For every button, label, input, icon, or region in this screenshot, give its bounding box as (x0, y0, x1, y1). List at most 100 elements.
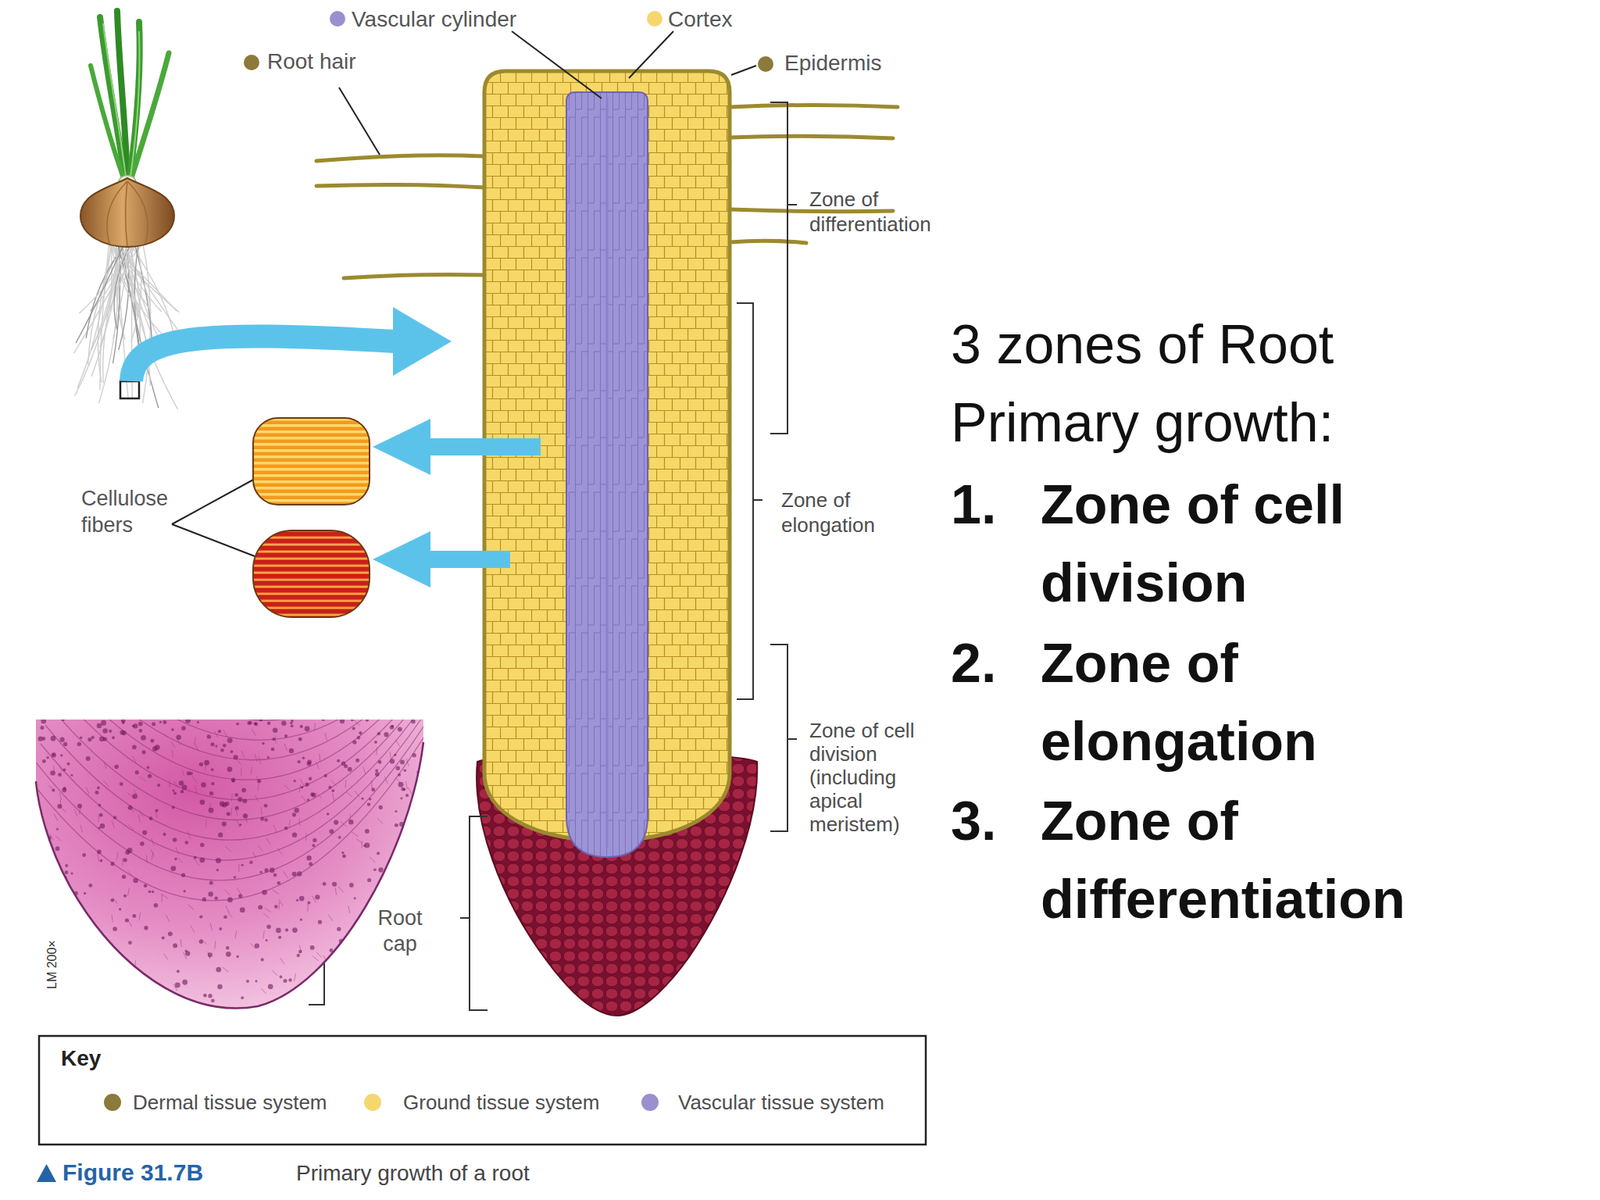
micrograph-cell-wall (172, 1007, 175, 1015)
micrograph-nucleus (113, 815, 117, 819)
detail-square (120, 381, 140, 399)
fiber-stripe (253, 449, 370, 453)
fiber-stripe (253, 588, 370, 593)
micrograph-nucleus (302, 757, 305, 760)
micrograph-nucleus (77, 953, 82, 958)
micrograph-cell-wall (314, 722, 315, 731)
micrograph-cell-wall (340, 821, 347, 827)
micrograph-nucleus (394, 823, 399, 828)
fiber-outline (253, 417, 370, 505)
micrograph-nucleus (399, 889, 404, 893)
micrograph-nucleus (41, 993, 47, 1000)
micrograph-nucleus (293, 779, 297, 783)
micrograph-cell-wall (221, 967, 229, 972)
micrograph-nucleus (221, 821, 227, 827)
micrograph-nucleus (234, 792, 239, 797)
micrograph-cell-wall (389, 751, 392, 760)
fiber-stripe (253, 614, 370, 616)
micrograph-cell-layer (64, 650, 429, 761)
micrograph-cell-wall (136, 985, 138, 993)
micrograph-nucleus (265, 939, 268, 942)
micrograph-nucleus (296, 899, 299, 902)
micrograph-nucleus (199, 914, 203, 918)
micrograph-cell-wall (66, 936, 71, 944)
micrograph-cell-wall (388, 891, 390, 900)
root-hair (343, 275, 485, 279)
micrograph-nucleus (121, 721, 125, 725)
leader-line (511, 31, 602, 99)
micrograph-nucleus (300, 917, 303, 921)
micrograph-nucleus (68, 1005, 72, 1009)
micrograph-cell-wall (328, 982, 336, 988)
micrograph-cell-wall (128, 871, 134, 877)
micrograph-nucleus (82, 953, 87, 958)
micrograph-cell-wall (161, 893, 168, 899)
micrograph-nucleus (338, 835, 342, 840)
micrograph-nucleus (266, 925, 271, 929)
micrograph-nucleus (259, 871, 262, 874)
micrograph-nucleus (349, 882, 354, 888)
zone-label: Zone of elongation (781, 487, 907, 538)
micrograph-nucleus (227, 896, 233, 903)
micrograph-nucleus (55, 873, 61, 879)
micrograph-cell-wall (82, 945, 85, 954)
micrograph-nucleus (99, 735, 105, 742)
fiber-arrow-body (428, 550, 511, 568)
micrograph-cell-wall (312, 956, 319, 961)
micrograph-nucleus (172, 789, 175, 792)
micrograph-nucleus (357, 735, 361, 740)
micrograph-nucleus (99, 1000, 104, 1004)
micrograph-nucleus (264, 867, 268, 872)
micrograph-nucleus (220, 748, 225, 753)
micrograph-nucleus (311, 843, 315, 847)
micrograph-nucleus (210, 767, 215, 772)
micrograph-cell-wall (359, 985, 361, 993)
micrograph-cell-wall (250, 766, 252, 775)
micrograph-nucleus (289, 748, 294, 754)
micrograph-nucleus (358, 731, 362, 735)
micrograph-nucleus (99, 813, 104, 818)
micrograph-nucleus (132, 793, 138, 800)
fiber-outline (253, 530, 370, 618)
micrograph-nucleus (56, 828, 59, 831)
fiber-stripe (253, 586, 370, 588)
micrograph-nucleus (397, 773, 401, 777)
root-hair (729, 105, 898, 108)
micrograph-nucleus (403, 788, 407, 792)
micrograph-nucleus (410, 719, 416, 725)
micrograph-nucleus (407, 892, 413, 898)
micrograph-nucleus (398, 782, 404, 788)
micrograph-cell-wall (316, 952, 322, 958)
fiber-stripe (253, 581, 370, 586)
micrograph-cell-wall (95, 971, 99, 979)
micrograph-nucleus (217, 984, 222, 990)
micrograph-nucleus (246, 979, 250, 983)
micrograph-cell-layer (31, 730, 429, 901)
micrograph-nucleus (200, 799, 206, 805)
micrograph-nucleus (200, 842, 205, 848)
micrograph-cell-wall (64, 950, 69, 958)
micrograph-nucleus (364, 828, 370, 834)
micrograph-nucleus (128, 805, 133, 811)
micrograph-nucleus (185, 840, 190, 845)
micrograph-nucleus (119, 782, 124, 786)
fiber-stripe (253, 436, 370, 440)
micrograph-cell-wall (227, 911, 233, 918)
fiber-stripe (253, 544, 370, 546)
micrograph-cell-wall (367, 904, 374, 911)
micrograph-cell-wall (175, 846, 179, 854)
leader-line (339, 87, 380, 155)
fiber-stripe (253, 602, 370, 607)
micrograph-cell-wall (348, 992, 352, 1000)
micrograph-nucleus (360, 797, 364, 800)
micrograph-cell-wall (407, 823, 415, 829)
micrograph-nucleus (146, 766, 150, 770)
micrograph-nucleus (306, 855, 311, 861)
micrograph-nucleus (35, 828, 40, 834)
micrograph-nucleus (76, 917, 83, 924)
micrograph-nucleus (274, 904, 278, 908)
micrograph-cell-wall (254, 753, 258, 762)
micrograph-cell-wall (170, 741, 175, 748)
micrograph-cell-wall (225, 889, 231, 896)
